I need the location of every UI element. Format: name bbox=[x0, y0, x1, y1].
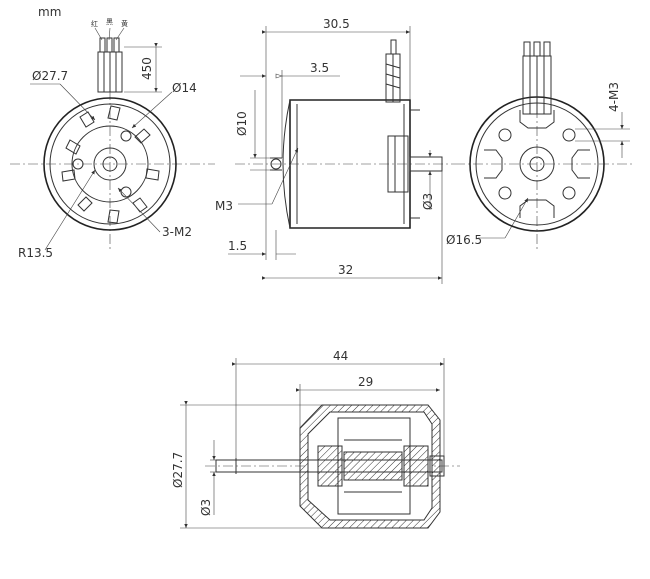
side-body-length-label: 32 bbox=[338, 263, 353, 277]
side-housing-diameter-label: Ø10 bbox=[235, 111, 249, 136]
front-outer-diameter-label: Ø27.7 bbox=[32, 69, 68, 83]
mount-hole-2 bbox=[72, 158, 84, 170]
front-wire-length-label: 450 bbox=[140, 57, 154, 80]
section-body-length-label: 29 bbox=[358, 375, 373, 389]
wire-color-yellow: 黄 bbox=[121, 19, 128, 28]
front-radius-label: R13.5 bbox=[18, 246, 53, 260]
rear-hole-3 bbox=[498, 128, 512, 142]
wire-color-black: 黑 bbox=[106, 18, 113, 26]
side-shaft-diameter-label: Ø3 bbox=[421, 193, 435, 210]
side-screw-label: M3 bbox=[215, 199, 233, 213]
side-total-length-label: 30.5 bbox=[323, 17, 350, 31]
rear-holes-label: 4-M3 bbox=[607, 82, 621, 112]
unit-label: mm bbox=[38, 5, 61, 19]
rear-hole-1 bbox=[562, 128, 576, 142]
section-view: 44 29 Ø27.7 Ø3 bbox=[171, 349, 460, 529]
front-mount-holes-label: 3-M2 bbox=[162, 225, 192, 239]
side-view: 30.5 3.5 Ø10 M3 Ø3 1.5 32 bbox=[215, 17, 455, 284]
rear-view: 4-M3 Ø16.5 bbox=[446, 41, 635, 250]
front-view: 红 黑 黄 450 Ø27.7 Ø14 R13.5 3-M2 bbox=[10, 18, 215, 260]
section-shaft-diameter-label: Ø3 bbox=[199, 499, 213, 516]
rear-bolt-circle-label: Ø16.5 bbox=[446, 233, 482, 247]
side-offset-label: 3.5 bbox=[310, 61, 329, 75]
mount-hole-1 bbox=[120, 130, 132, 142]
front-slots bbox=[61, 105, 160, 224]
side-step-label: 1.5 bbox=[228, 239, 247, 253]
section-overall-length-label: 44 bbox=[333, 349, 348, 363]
mount-hole-3 bbox=[120, 186, 132, 198]
front-mount-diameter-label: Ø14 bbox=[172, 81, 197, 95]
section-outer-diameter-label: Ø27.7 bbox=[171, 452, 185, 488]
front-wires: 红 黑 黄 bbox=[91, 18, 128, 93]
rear-hole-4 bbox=[498, 186, 512, 200]
wire-color-red: 红 bbox=[91, 19, 98, 28]
rear-hole-2 bbox=[562, 186, 576, 200]
